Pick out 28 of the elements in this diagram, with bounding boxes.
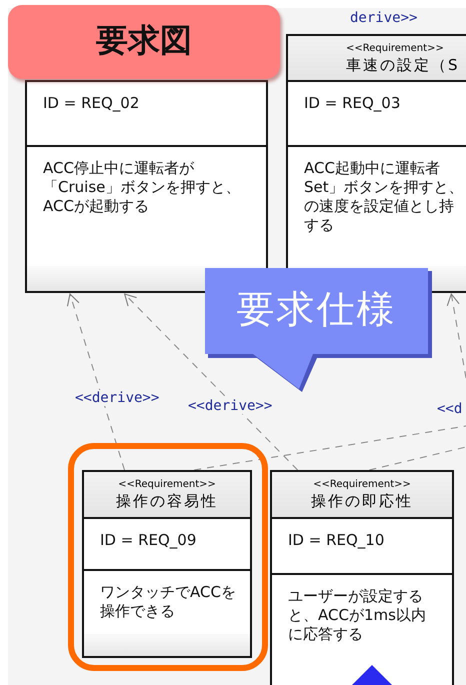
title-banner bbox=[8, 5, 280, 79]
requirement-text: ACC停止中に運転者が「Cruise」ボタンを押すと、ACCが起動する bbox=[43, 159, 242, 216]
derive-arrow bbox=[124, 294, 298, 470]
requirement-box bbox=[25, 80, 268, 293]
requirement-id: ID = REQ_10 bbox=[288, 531, 384, 550]
stereotype-label: <<Requirement>> bbox=[313, 479, 411, 490]
requirement-name: 操作の即応性 bbox=[311, 492, 413, 510]
requirement-name: 操作の容易性 bbox=[116, 492, 218, 510]
requirement-box bbox=[270, 470, 454, 685]
requirement-text: ワンタッチでACCを操作できる bbox=[100, 583, 237, 621]
edge-label: <<derive>> bbox=[188, 398, 272, 414]
speech-bubble bbox=[205, 268, 433, 392]
derive-arrow bbox=[66, 294, 125, 470]
requirement-text: ACC起動中に運転者Set」ボタンを押すと、の速度を設定値とし持する bbox=[304, 159, 464, 235]
requirement-id: ID = REQ_02 bbox=[43, 94, 140, 113]
dependency-line bbox=[194, 426, 466, 470]
bubble-text: 要求仕様 bbox=[236, 286, 398, 332]
requirement-id: ID = REQ_09 bbox=[100, 531, 196, 550]
requirement-text: ユーザーが設定すると、ACCが1ms以内に応答する bbox=[288, 587, 427, 644]
requirement-id: ID = REQ_03 bbox=[304, 94, 400, 113]
requirement-box bbox=[82, 470, 252, 658]
dependency-line bbox=[446, 294, 466, 378]
stereotype-label: <<Requirement>> bbox=[118, 479, 216, 490]
stereotype-label: <<Requirement>> bbox=[346, 43, 444, 54]
dependency-line bbox=[368, 446, 466, 470]
banner-text: 要求図 bbox=[95, 20, 193, 60]
edge-label: <<derive>> bbox=[75, 390, 160, 406]
requirement-name: 車速の設定（S bbox=[346, 56, 460, 74]
